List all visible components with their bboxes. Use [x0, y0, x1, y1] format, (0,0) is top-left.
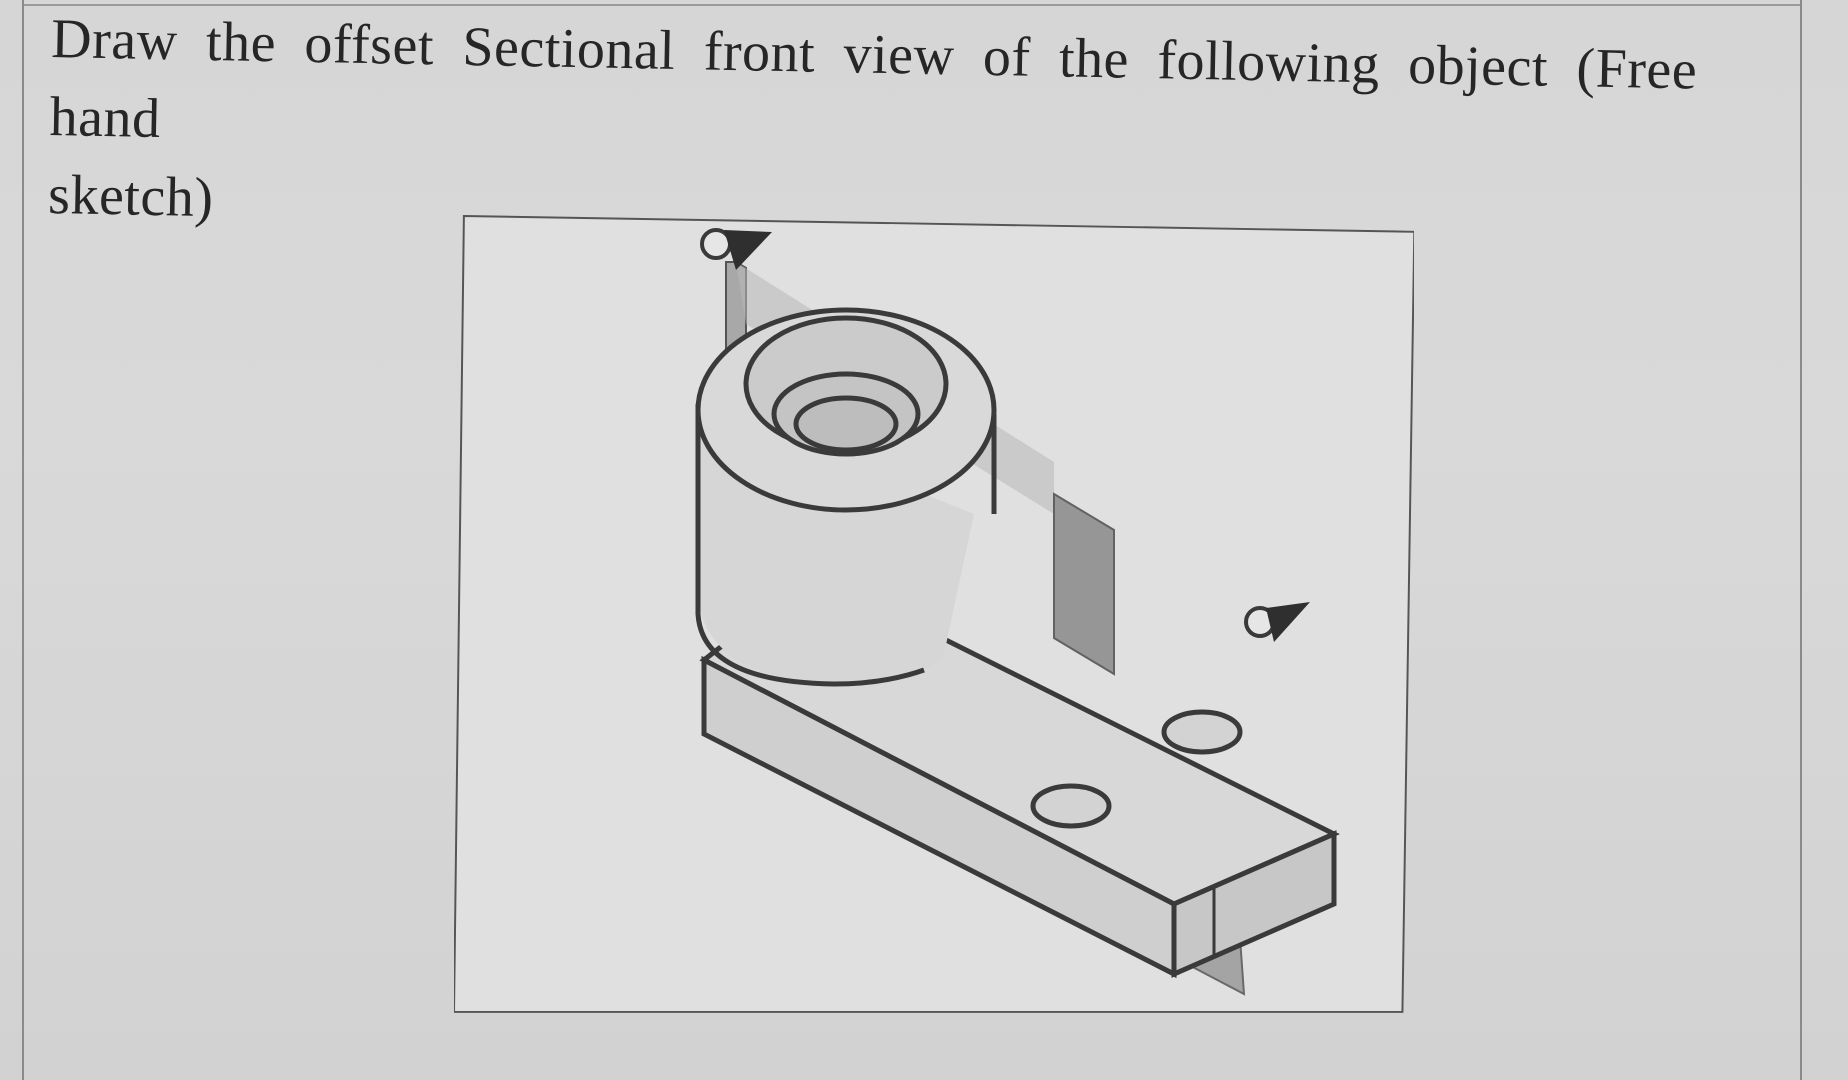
cutting-plane-middle	[1053, 492, 1115, 676]
base-hole-right	[1161, 709, 1243, 755]
base-hole-left	[1030, 783, 1112, 829]
through-hole	[793, 395, 899, 453]
view-arrow-top-icon	[700, 228, 772, 270]
cylinder-left-edge	[695, 404, 925, 687]
table-top-border	[22, 4, 1802, 6]
view-arrow-right-icon	[1244, 602, 1310, 642]
table-left-border	[22, 0, 24, 1080]
isometric-drawing-svg	[454, 214, 1414, 1013]
isometric-figure	[454, 214, 1414, 1020]
table-right-border	[1800, 0, 1802, 1080]
